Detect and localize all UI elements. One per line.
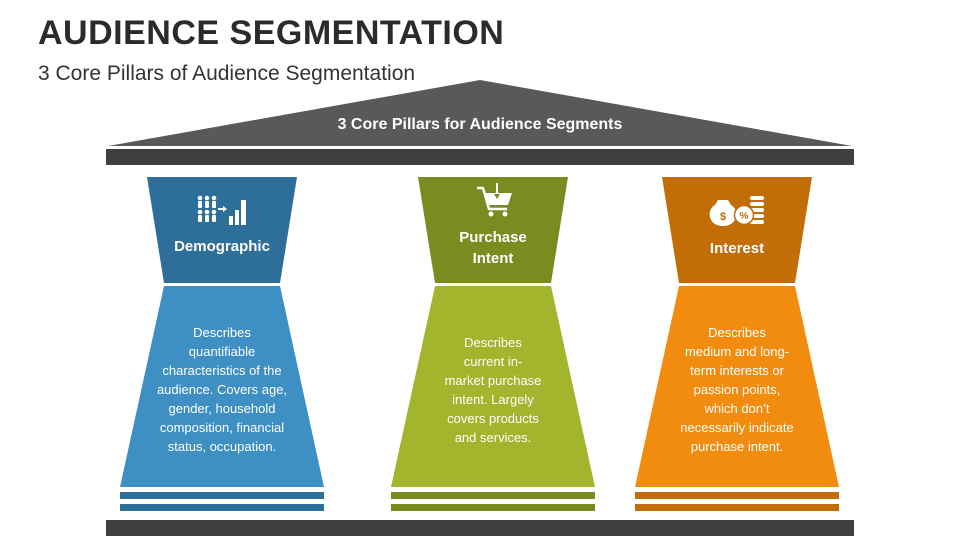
description-line: necessarily indicate <box>680 420 794 435</box>
description-line: quantifiable <box>188 344 256 359</box>
pillar-base-stripe <box>120 504 324 511</box>
description-line: and services. <box>454 430 532 445</box>
svg-text:$: $ <box>720 211 726 223</box>
description-line: current in- <box>463 354 523 369</box>
pillar-base-stripe <box>391 504 595 511</box>
pillar-label-line: Interest <box>709 240 765 257</box>
shopping-cart-icon <box>477 183 512 217</box>
description-line: intent. Largely <box>452 392 534 407</box>
roof-label: 3 Core Pillars for Audience Segments <box>337 116 623 133</box>
description-line: Describes <box>193 325 251 340</box>
pillar-interest: $ % <box>635 177 839 511</box>
description-line: purchase intent. <box>690 439 784 454</box>
description-line: covers products <box>447 411 539 426</box>
people-growth-icon <box>197 195 246 225</box>
pillar-label-interest: Interest <box>662 238 812 259</box>
pillar-description-purchase-intent: Describes current in- market purchase in… <box>403 333 583 447</box>
description-line: passion points, <box>693 382 781 397</box>
pillar-description-demographic: Describes quantifiable characteristics o… <box>132 323 312 456</box>
pillar-demographic <box>120 177 324 511</box>
description-line: term interests or <box>690 363 784 378</box>
pillar-shaft <box>635 286 839 487</box>
pillar-base-stripe <box>635 492 839 499</box>
page-title: AUDIENCE SEGMENTATION <box>38 14 505 52</box>
pillar-shaft <box>120 286 324 487</box>
description-line: status, occupation. <box>167 439 277 454</box>
pillar-cap <box>147 177 297 283</box>
pillar-base-stripe <box>391 492 595 499</box>
base-platform <box>106 520 854 536</box>
pillar-label-line: Demographic <box>174 238 270 255</box>
pillar-base-stripe <box>635 504 839 511</box>
description-line: medium and long- <box>684 344 790 359</box>
pillar-cap <box>418 177 568 283</box>
description-line: composition, financial <box>159 420 285 435</box>
pillar-label-purchase-intent: Purchase Intent <box>418 227 568 269</box>
pillar-cap <box>662 177 812 283</box>
description-line: audience. Covers age, <box>156 382 288 397</box>
roof-beam <box>106 149 854 165</box>
pillar-base-stripe <box>120 492 324 499</box>
description-line: Describes <box>464 335 522 350</box>
pillar-label-line: Purchase <box>459 229 527 246</box>
description-line: market purchase <box>444 373 542 388</box>
description-line: which don’t <box>704 401 770 416</box>
description-line: gender, household <box>168 401 276 416</box>
roof-triangle <box>108 80 852 146</box>
pillar-label-demographic: Demographic <box>147 236 297 257</box>
pillar-label-line: Intent <box>472 250 514 267</box>
svg-text:%: % <box>740 211 749 222</box>
pillar-shaft <box>391 286 595 487</box>
description-line: Describes <box>708 325 766 340</box>
description-line: characteristics of the <box>162 363 282 378</box>
money-bag-icon: $ % <box>709 196 764 226</box>
pillar-description-interest: Describes medium and long- term interest… <box>647 323 827 456</box>
page-subtitle: 3 Core Pillars of Audience Segmentation <box>38 62 416 85</box>
pillar-purchase-intent <box>391 177 595 511</box>
